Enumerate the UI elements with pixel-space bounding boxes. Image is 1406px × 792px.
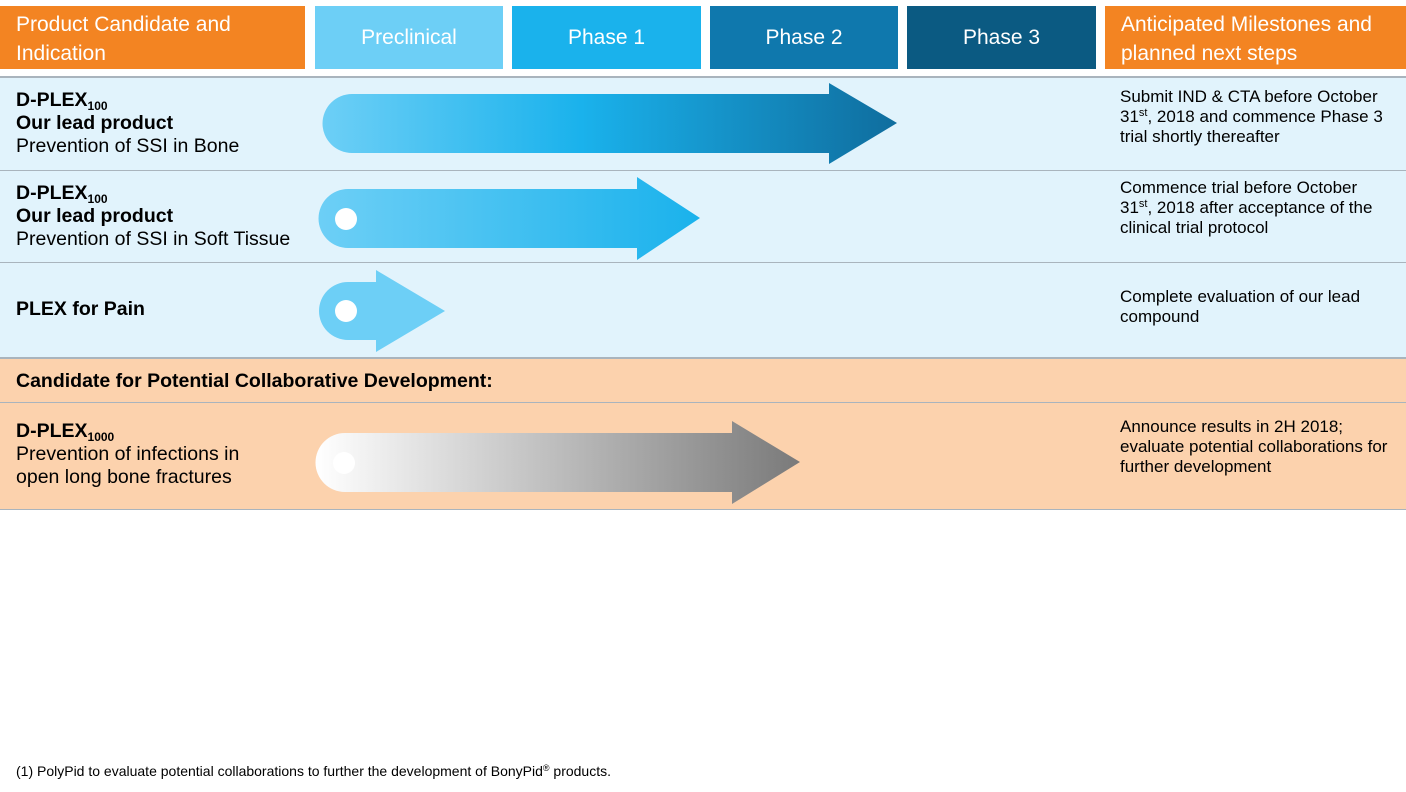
phase-3-label: Phase 3	[962, 25, 1041, 49]
candidate-name: D-PLEX	[16, 182, 88, 204]
progress-arrow-plex-pain	[319, 270, 445, 352]
header-milestones-label: Anticipated Milestones and planned next …	[1121, 13, 1372, 65]
phase-2-label: Phase 2	[765, 25, 843, 49]
candidate-name: PLEX for Pain	[16, 298, 145, 320]
footnote-tail: products.	[549, 763, 611, 779]
candidate-subscript: 1000	[87, 430, 115, 444]
header-milestones-column: Anticipated Milestones and planned next …	[1105, 6, 1406, 69]
candidate-dplex100-bone: D-PLEX100 Our lead product Prevention of…	[16, 89, 239, 158]
milestone-text-tail: , 2018 and commence Phase 3 trial shortl…	[1120, 107, 1383, 146]
candidate-indication-line2: open long bone fractures	[16, 466, 232, 488]
milestone-dplex1000: Announce results in 2H 2018; evaluate po…	[1120, 417, 1390, 477]
milestone-plex-pain: Complete evaluation of our lead compound	[1120, 287, 1390, 327]
candidate-indication-line1: Prevention of infections in	[16, 443, 240, 465]
milestone-dplex100-soft-tissue: Commence trial before October 31st, 2018…	[1120, 178, 1390, 238]
progress-arrow-dplex1000	[315, 421, 800, 504]
header-phase-1: Phase 1	[512, 6, 701, 69]
candidate-indication: Prevention of SSI in Soft Tissue	[16, 228, 291, 250]
start-dot	[335, 300, 357, 322]
row-divider	[0, 170, 1406, 171]
candidate-indication: Prevention of SSI in Bone	[16, 135, 240, 157]
milestone-sup: st	[1138, 198, 1148, 210]
collaborative-heading-row	[0, 359, 1406, 402]
row-divider	[0, 262, 1406, 263]
candidate-subscript: 100	[87, 99, 108, 113]
candidate-dplex1000: D-PLEX1000 Prevention of infections in o…	[16, 420, 239, 489]
start-dot	[335, 208, 357, 230]
progress-arrow-dplex100-bone	[322, 83, 897, 164]
candidate-name: D-PLEX	[16, 420, 88, 442]
milestone-text: Commence trial before October 31	[1120, 178, 1358, 217]
header-candidate-column: Product Candidate and Indication	[0, 6, 305, 69]
milestone-text-tail: , 2018 after acceptance of the clinical …	[1120, 198, 1373, 237]
progress-arrow-dplex100-soft-tissue	[318, 177, 700, 260]
candidate-name: D-PLEX	[16, 89, 88, 111]
progress-arrows	[315, 83, 897, 504]
milestone-text: Submit IND & CTA before October 31	[1120, 87, 1378, 126]
row-divider	[0, 76, 1406, 78]
candidate-line2: Our lead product	[16, 112, 174, 134]
header-phase-3: Phase 3	[907, 6, 1096, 69]
phase-1-label: Phase 1	[567, 25, 646, 49]
row-divider	[0, 357, 1406, 359]
phase-preclinical-label: Preclinical	[361, 25, 457, 49]
start-dot	[333, 452, 355, 474]
milestone-text: Complete evaluation of our lead compound	[1120, 287, 1361, 326]
candidate-subscript: 100	[87, 192, 108, 206]
footnote: (1) PolyPid to evaluate potential collab…	[16, 763, 611, 779]
milestone-text: Announce results in 2H 2018; evaluate po…	[1120, 417, 1388, 476]
candidate-line2: Our lead product	[16, 205, 174, 227]
pipeline-row-3	[0, 263, 1406, 357]
row-divider	[0, 509, 1406, 510]
row-divider	[0, 402, 1406, 403]
milestone-dplex100-bone: Submit IND & CTA before October 31st, 20…	[1120, 87, 1390, 147]
header-phase-2: Phase 2	[710, 6, 898, 69]
footnote-sup: ®	[542, 763, 550, 773]
collaborative-heading: Candidate for Potential Collaborative De…	[16, 370, 493, 392]
footnote-text: (1) PolyPid to evaluate potential collab…	[16, 763, 543, 779]
pipeline-row-2	[0, 171, 1406, 262]
header-candidate-label: Product Candidate and Indication	[16, 13, 231, 65]
candidate-dplex100-soft-tissue: D-PLEX100 Our lead product Prevention of…	[16, 182, 290, 251]
candidate-plex-pain: PLEX for Pain	[16, 298, 145, 321]
milestone-sup: st	[1138, 107, 1148, 119]
header-phase-preclinical: Preclinical	[315, 6, 503, 69]
